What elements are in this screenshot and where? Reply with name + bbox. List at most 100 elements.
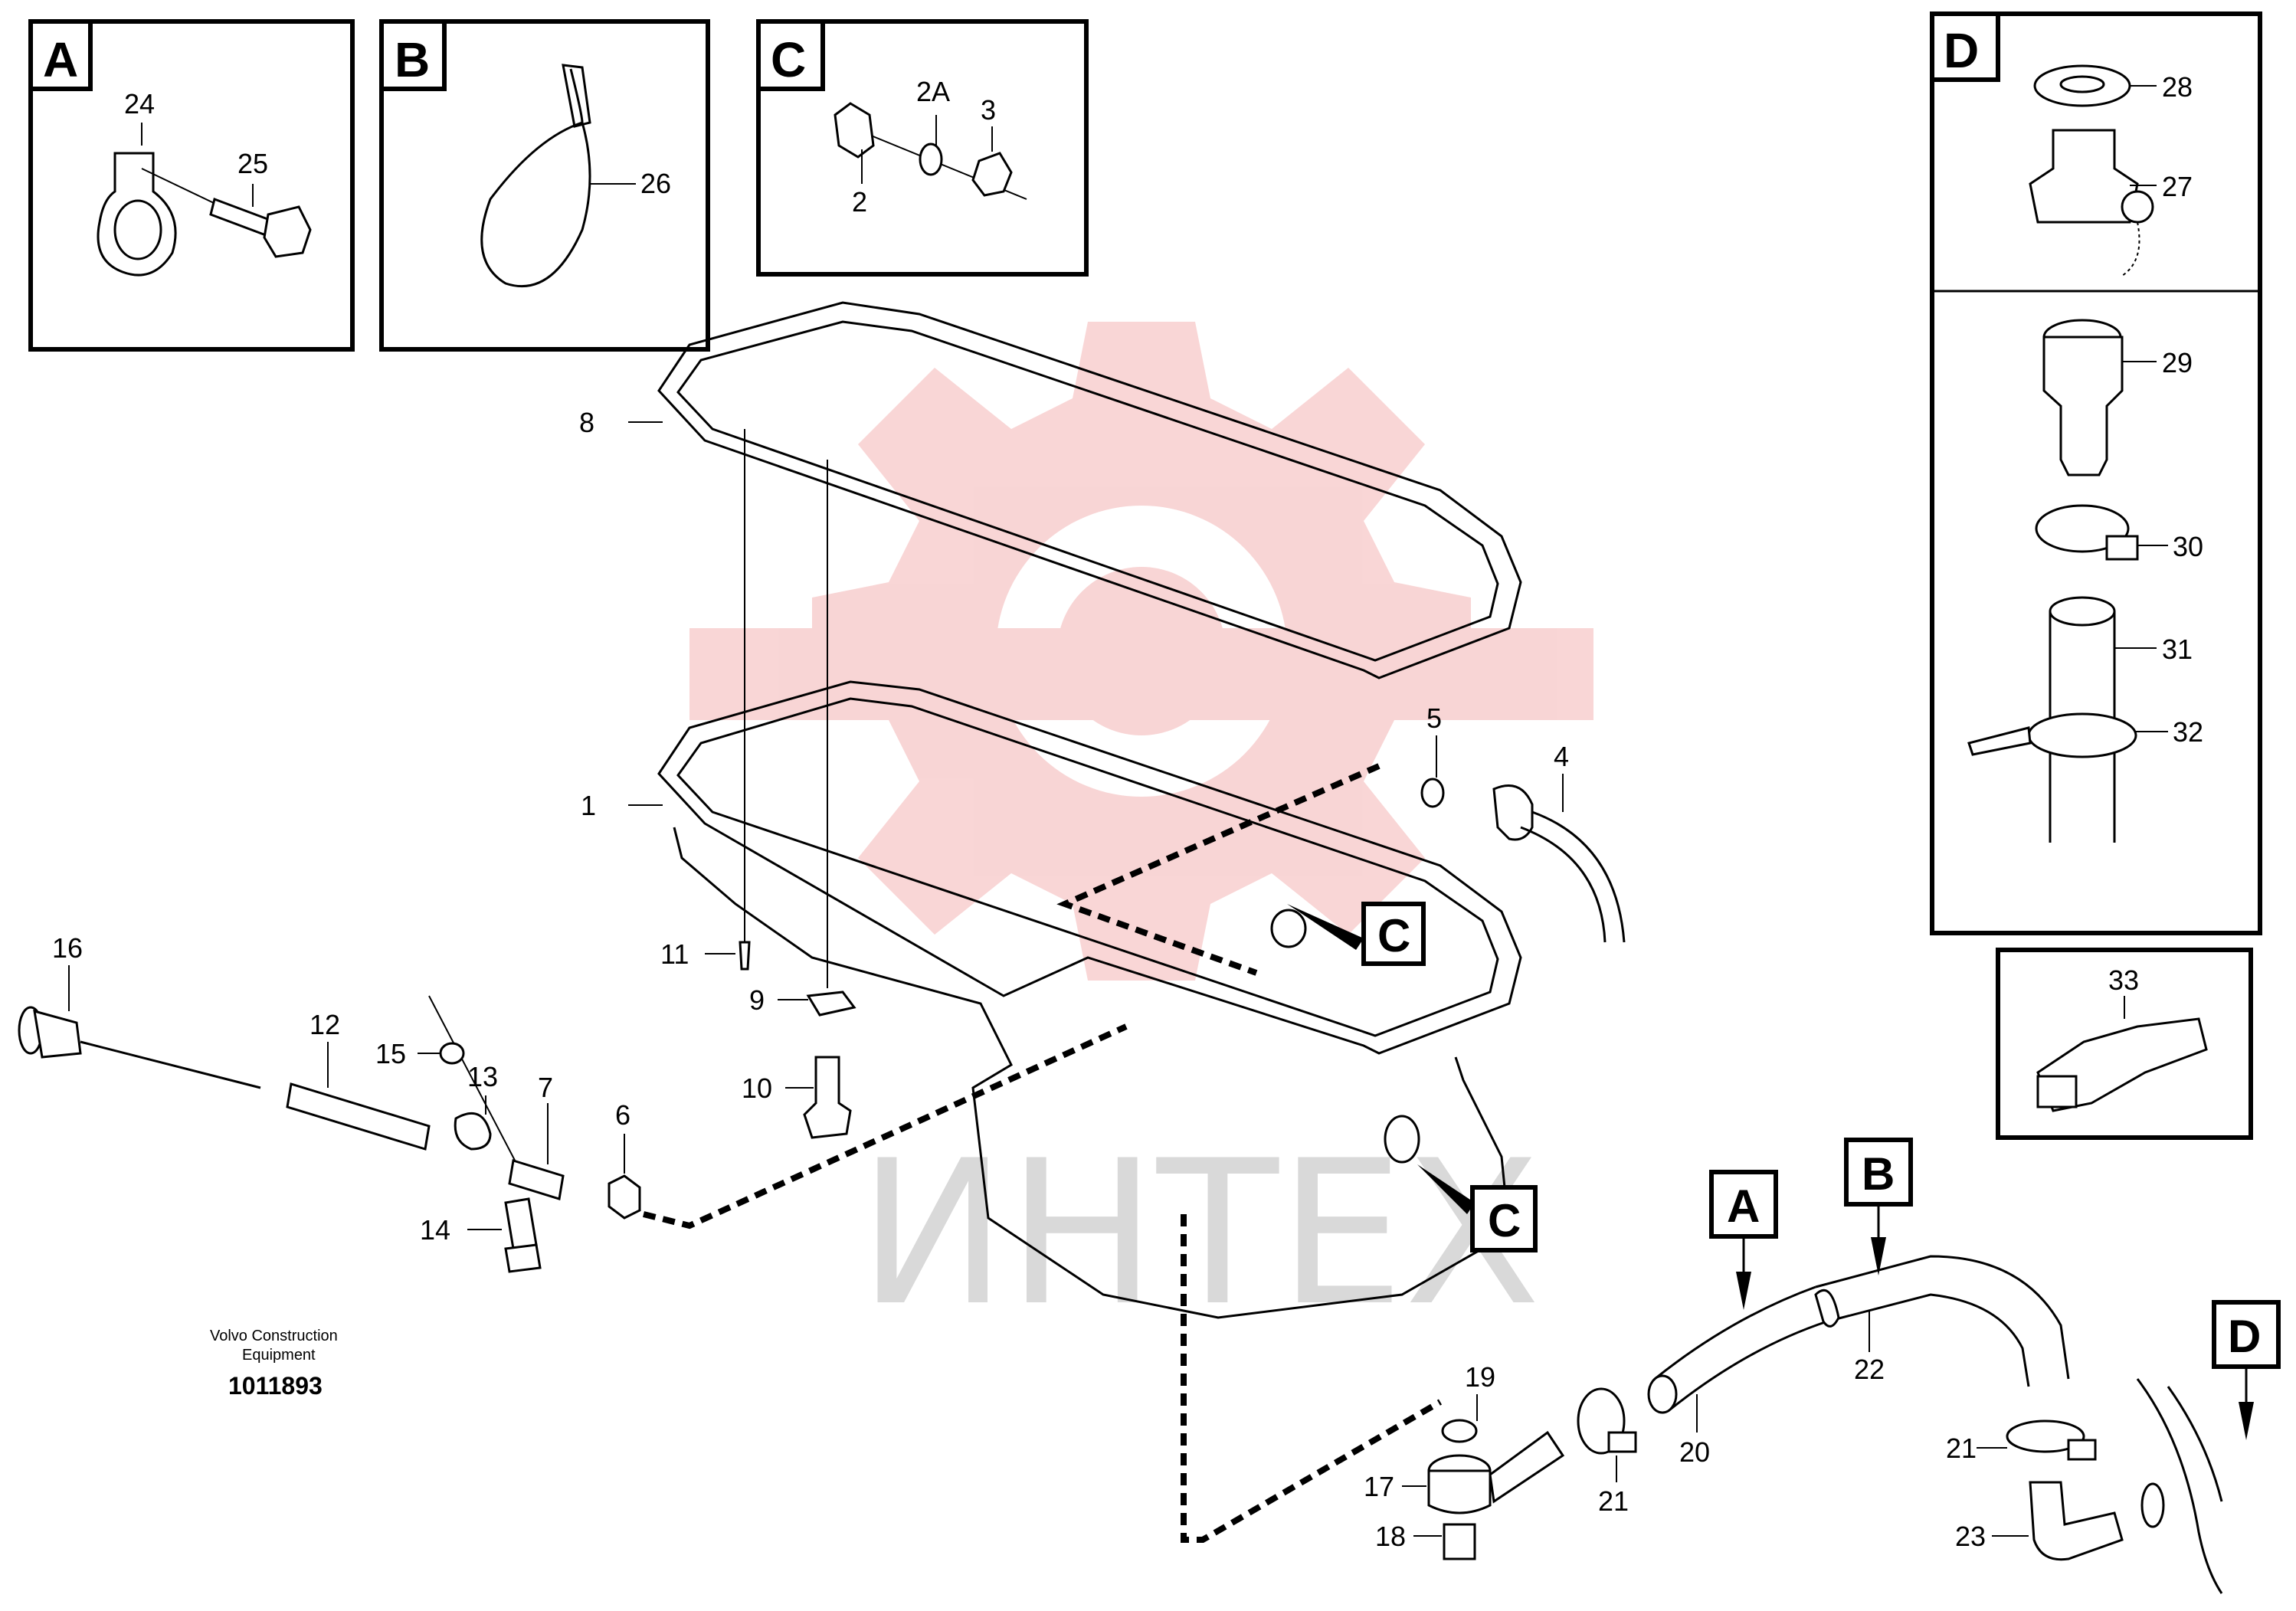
detail-box-c-tag xyxy=(756,19,825,91)
callout-d-lower: D xyxy=(2212,1300,2281,1440)
part-label-20: 20 xyxy=(1679,1436,1710,1468)
oil-pan-port-upper xyxy=(1270,909,1307,948)
assembly-line-breather xyxy=(1056,763,1381,976)
detail-box-d-tag xyxy=(1930,11,2000,82)
oil-pan-port-lower xyxy=(1384,1115,1420,1164)
plug-part xyxy=(834,102,875,159)
part-label-2a: 2A xyxy=(916,76,950,107)
brand-line-1: Volvo Construction xyxy=(210,1328,338,1344)
part-label-31: 31 xyxy=(2162,634,2193,665)
callout-c-upper: C xyxy=(1287,902,1426,966)
drain-assembly: 19 17 18 21 20 22 21 2 xyxy=(1364,1255,2223,1594)
elbow-23 xyxy=(2029,1481,2124,1561)
drain-valve-cap xyxy=(2121,190,2154,224)
gasket-inner xyxy=(676,320,1499,662)
callout-a-lower-arrow xyxy=(1736,1272,1751,1310)
breather-fitting-4 xyxy=(1492,784,1534,841)
hose-cable-tie-tail xyxy=(1967,726,2032,756)
part-label-25: 25 xyxy=(237,148,268,179)
oil-pan-flange-inner xyxy=(676,697,1499,1037)
hose-20-upper xyxy=(1654,1285,1816,1380)
part-label-21b: 21 xyxy=(1946,1433,1977,1464)
o-ring-19 xyxy=(1441,1419,1478,1443)
detail-box-b-tag xyxy=(379,19,447,91)
callout-c-upper-label: C xyxy=(1377,910,1410,961)
part-label-5: 5 xyxy=(1426,702,1442,734)
part-label-12: 12 xyxy=(310,1009,340,1040)
part-label-32: 32 xyxy=(2173,716,2203,748)
part-label-9: 9 xyxy=(749,984,765,1016)
part-label-28: 28 xyxy=(2162,71,2193,103)
part-label-33: 33 xyxy=(2108,964,2139,996)
hose-22-inner xyxy=(1826,1293,2030,1387)
drain-valve-chain xyxy=(2121,221,2140,277)
callout-c-upper-frame xyxy=(1361,902,1426,966)
hose-nipple-part xyxy=(2042,336,2124,476)
o-ring-5 xyxy=(1420,778,1445,808)
banjo-17-pipe xyxy=(1489,1430,1565,1504)
tube-clamp-13 xyxy=(454,1112,492,1151)
hose-20-lower xyxy=(1669,1320,1828,1411)
part-label-30: 30 xyxy=(2173,531,2203,562)
drain-valve-part xyxy=(2029,129,2139,224)
part-label-24: 24 xyxy=(124,88,155,120)
nut-part xyxy=(971,152,1013,197)
clamp-hole xyxy=(113,199,162,260)
sleeve-7-part xyxy=(508,1159,565,1200)
callout-c-lower-label: C xyxy=(1488,1195,1521,1246)
watermark-text: ИНТЕХ xyxy=(858,1118,1541,1350)
part-label-22: 22 xyxy=(1854,1354,1885,1385)
part-label-27: 27 xyxy=(2162,171,2193,202)
oil-pan-body xyxy=(673,827,1511,1319)
part-label-18: 18 xyxy=(1375,1521,1406,1552)
cable-tie-loop xyxy=(480,68,591,288)
part-label-23: 23 xyxy=(1955,1521,1986,1552)
banjo-17-body xyxy=(1427,1469,1492,1514)
callout-c-lower-frame xyxy=(1470,1185,1538,1252)
callout-d-lower-label: D xyxy=(2228,1311,2261,1362)
part-label-10: 10 xyxy=(742,1072,772,1104)
dipstick-grip xyxy=(33,1009,82,1059)
elbow-23-washer xyxy=(2140,1482,2165,1528)
detail-box-c-label: C xyxy=(771,32,806,87)
part-label-26: 26 xyxy=(640,168,671,199)
washer-part xyxy=(919,142,943,176)
detail-box-a-tag xyxy=(28,19,93,91)
callout-a-lower-label: A xyxy=(1727,1180,1760,1232)
sensor-box: 33 xyxy=(1996,948,2253,1140)
part-label-16: 16 xyxy=(52,932,83,964)
hose-22-outer xyxy=(1815,1255,2070,1380)
part-label-19: 19 xyxy=(1465,1361,1495,1393)
machine-frame-curve xyxy=(2136,1378,2223,1594)
sensor-part xyxy=(2036,1017,2208,1112)
detail-box-b-label: B xyxy=(395,32,430,87)
gasket: 8 xyxy=(579,301,1522,679)
part-label-15: 15 xyxy=(375,1038,406,1069)
dipstick-rod xyxy=(80,1040,261,1089)
detail-box-a: A 24 25 xyxy=(28,19,355,352)
detail-box-d: D 28 27 29 30 31 32 xyxy=(1930,11,2262,935)
machine-frame-curve-2 xyxy=(2167,1386,2223,1502)
hose-22-join xyxy=(1814,1288,1840,1328)
drawing-number: 1011893 xyxy=(228,1372,323,1400)
detail-box-b: B 26 xyxy=(379,19,710,352)
nut-6-part xyxy=(608,1174,641,1220)
gasket-outer xyxy=(657,301,1522,679)
pan-fasteners: 11 9 10 xyxy=(660,938,856,1139)
detail-box-a-label: A xyxy=(43,32,78,87)
part-label-2: 2 xyxy=(852,186,867,218)
callout-a-lower-frame xyxy=(1709,1170,1778,1239)
hose-clamp-21b xyxy=(2006,1419,2085,1453)
bolt-14-shank xyxy=(504,1197,538,1250)
breather-assembly: 5 4 xyxy=(1420,702,1626,943)
oil-pan-flange-outer xyxy=(657,680,1522,1055)
watermark-center-icon xyxy=(1057,567,1226,735)
hose-clamp-21a-screw xyxy=(1607,1431,1637,1453)
nut-15-part xyxy=(439,1042,465,1065)
hose-clamp-21b-screw xyxy=(2067,1439,2097,1461)
part-label-29: 29 xyxy=(2162,347,2193,378)
bolt-head xyxy=(263,205,312,258)
dipstick-assembly: 16 12 15 13 14 7 6 xyxy=(18,932,641,1273)
callout-b-lower-label: B xyxy=(1862,1148,1895,1200)
